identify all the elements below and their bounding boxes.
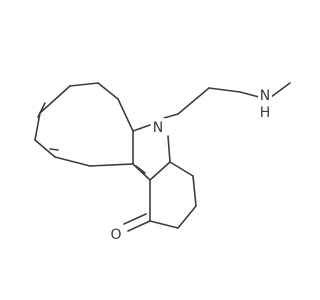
bond	[149, 220, 179, 229]
bond	[135, 165, 146, 174]
bond	[127, 220, 151, 232]
bond	[149, 161, 171, 181]
bond	[34, 139, 56, 158]
bond	[239, 91, 260, 98]
bond	[167, 135, 171, 163]
oxygen-atom-label: O	[110, 227, 121, 243]
bond	[169, 161, 194, 177]
bond	[208, 87, 241, 93]
molecule-structure-diagram: N N H O	[34, 82, 291, 243]
nitrogen-atom-label: N	[153, 120, 163, 136]
bond	[163, 113, 179, 119]
amine-nitrogen-atom-label: N	[260, 88, 270, 104]
bond	[192, 175, 197, 207]
bond	[97, 82, 119, 100]
bond	[270, 82, 291, 98]
bond	[39, 85, 71, 114]
bond	[177, 205, 197, 229]
bond	[177, 87, 210, 115]
bond	[34, 112, 41, 141]
amine-hydrogen-atom-label: H	[260, 105, 271, 121]
atom-label-group: N N H O	[109, 86, 272, 243]
bond	[89, 163, 134, 167]
bond	[117, 98, 134, 132]
bond	[54, 156, 91, 167]
bond	[49, 148, 59, 151]
bond	[123, 213, 147, 225]
bond	[132, 124, 151, 132]
bond	[69, 82, 99, 87]
bond-group	[34, 82, 291, 232]
